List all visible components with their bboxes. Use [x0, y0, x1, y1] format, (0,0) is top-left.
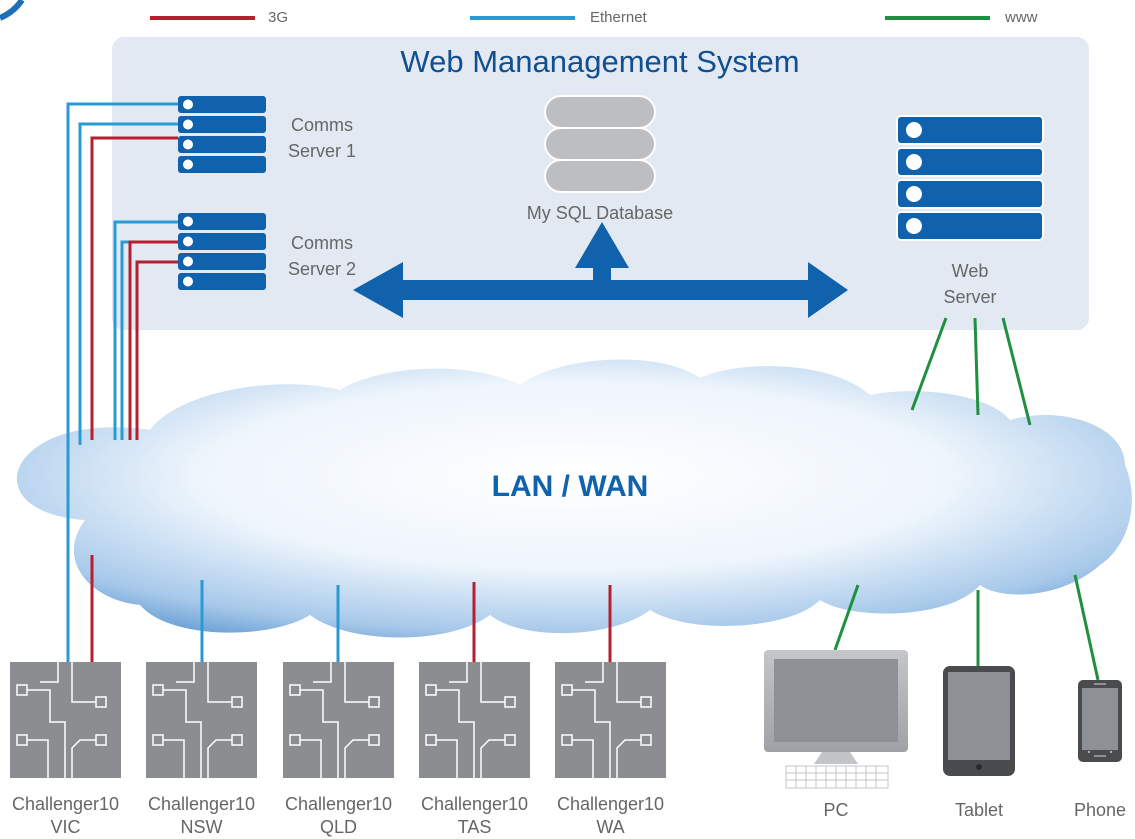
pc-icon	[764, 650, 908, 789]
device-name: Challenger10	[420, 794, 529, 814]
comms-server-2-icon	[178, 213, 266, 290]
challenger-device-icon-wa	[555, 662, 666, 778]
phone-icon	[1078, 680, 1122, 762]
web-server-icon	[896, 115, 1044, 241]
3g-links	[90, 136, 612, 664]
device-name: Challenger10	[556, 794, 665, 814]
device-region: QLD	[319, 817, 357, 837]
www-links	[833, 317, 1100, 681]
tablet-label: Tablet	[954, 800, 1004, 820]
lan-wan-cloud	[16, 359, 1132, 638]
device-region: NSW	[180, 817, 223, 837]
pc-label: PC	[823, 800, 849, 820]
challenger-device-icon-vic	[10, 662, 121, 778]
legend-www-label: www	[1005, 9, 1038, 26]
challenger-device-icon-qld	[283, 662, 394, 778]
device-name: Challenger10	[147, 794, 256, 814]
legend-3g-label: 3G	[268, 9, 289, 26]
logo-fragment	[0, 0, 25, 21]
device-region: WA	[596, 817, 625, 837]
phone-label: Phone	[1073, 800, 1127, 820]
challenger-device-icon-tas	[419, 662, 530, 778]
database-icon	[544, 95, 656, 193]
device-name: Challenger10	[11, 794, 120, 814]
network-label: LAN / WAN	[491, 470, 649, 503]
device-region: VIC	[50, 817, 81, 837]
database-label: My SQL Database	[526, 203, 674, 223]
comms-server-1-icon	[178, 96, 266, 173]
challenger-device-icon-nsw	[146, 662, 257, 778]
device-region: TAS	[457, 817, 492, 837]
system-title: Web Mananagement System	[400, 44, 800, 79]
data-flow-arrow	[353, 222, 848, 318]
device-name: Challenger10	[284, 794, 393, 814]
legend-ethernet-label: Ethernet	[590, 9, 647, 26]
tablet-icon	[943, 666, 1015, 776]
